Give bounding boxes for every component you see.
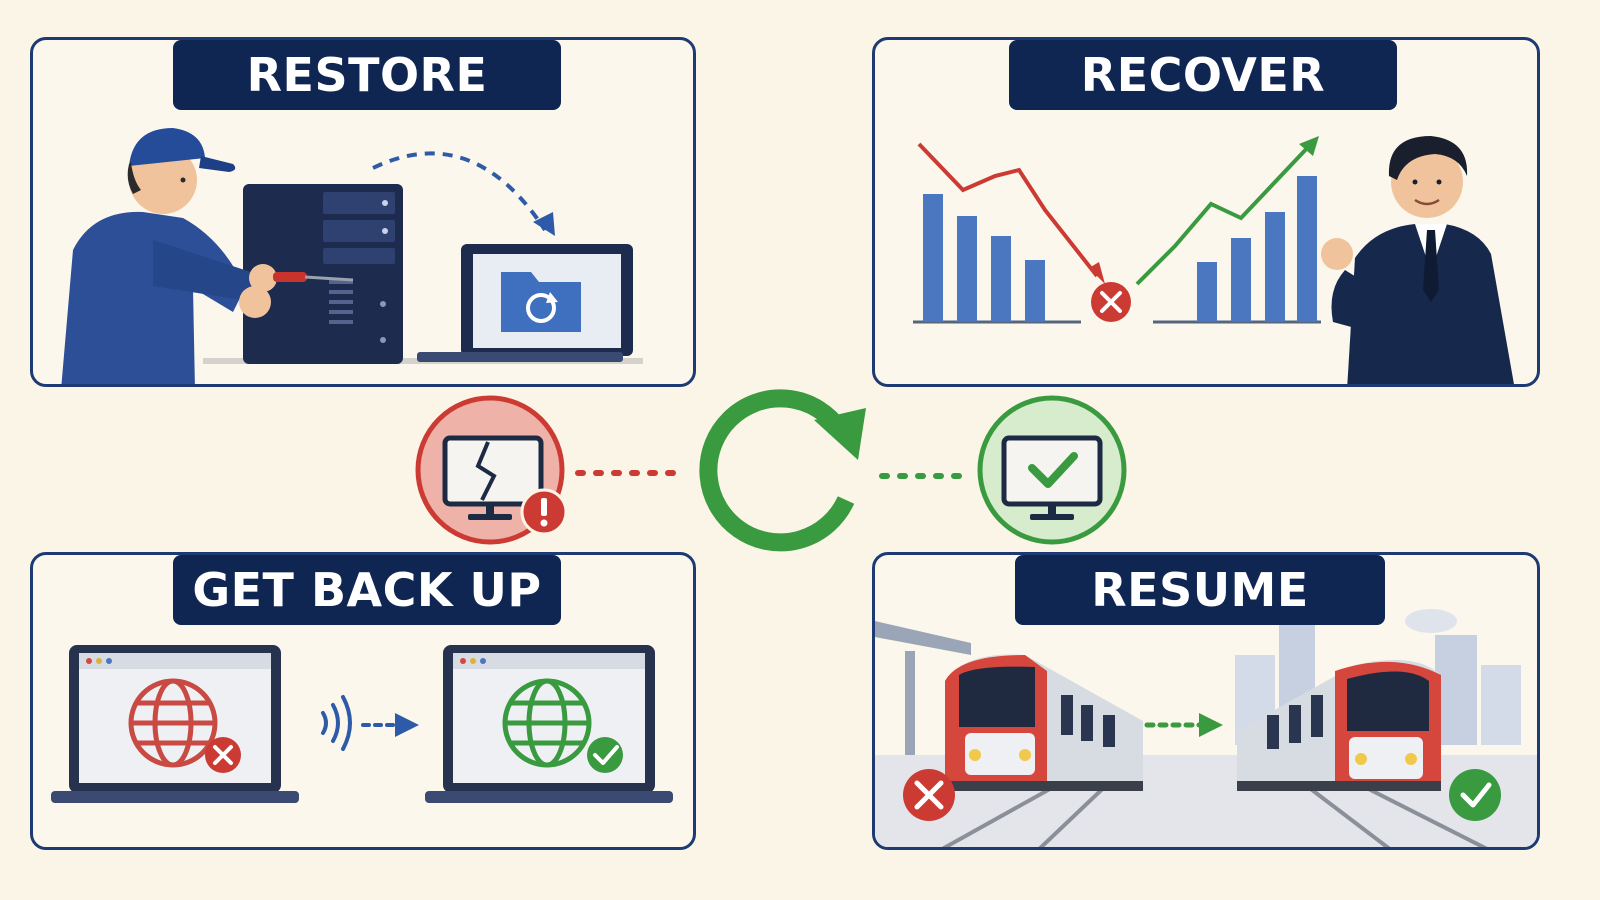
restore-label: RESTORE — [173, 40, 561, 110]
check-circle-icon — [1449, 769, 1501, 821]
get-back-up-panel: GET BACK UP — [30, 552, 696, 850]
x-circle-icon — [1091, 282, 1131, 322]
restore-panel: RESTORE — [30, 37, 696, 387]
recover-label: RECOVER — [1009, 40, 1397, 110]
offline-laptop-icon — [51, 645, 299, 803]
businessman-figure — [1321, 136, 1514, 384]
signal-arrow — [321, 695, 399, 751]
exclamation-icon — [520, 488, 568, 536]
server-tower-icon — [243, 184, 403, 364]
get-back-up-illustration — [51, 645, 673, 803]
x-circle-icon — [205, 737, 241, 773]
x-circle-icon — [903, 769, 955, 821]
declining-bars — [923, 194, 1045, 322]
get-back-up-label: GET BACK UP — [173, 555, 561, 625]
resume-panel: RESUME — [872, 552, 1540, 850]
online-laptop-icon — [425, 645, 673, 803]
recover-panel: RECOVER — [872, 37, 1540, 387]
rising-bars — [1197, 176, 1317, 322]
laptop-icon — [417, 244, 633, 362]
restore-illustration — [61, 128, 643, 384]
stopped-train-icon — [945, 654, 1143, 791]
resume-label: RESUME — [1015, 555, 1385, 625]
refresh-cycle-icon — [699, 389, 866, 552]
ok-monitor-icon — [977, 395, 1127, 545]
check-circle-icon — [587, 737, 623, 773]
recover-illustration — [913, 136, 1514, 384]
resume-illustration — [875, 609, 1537, 847]
moving-train-icon — [1237, 659, 1441, 791]
technician-figure — [61, 128, 354, 384]
